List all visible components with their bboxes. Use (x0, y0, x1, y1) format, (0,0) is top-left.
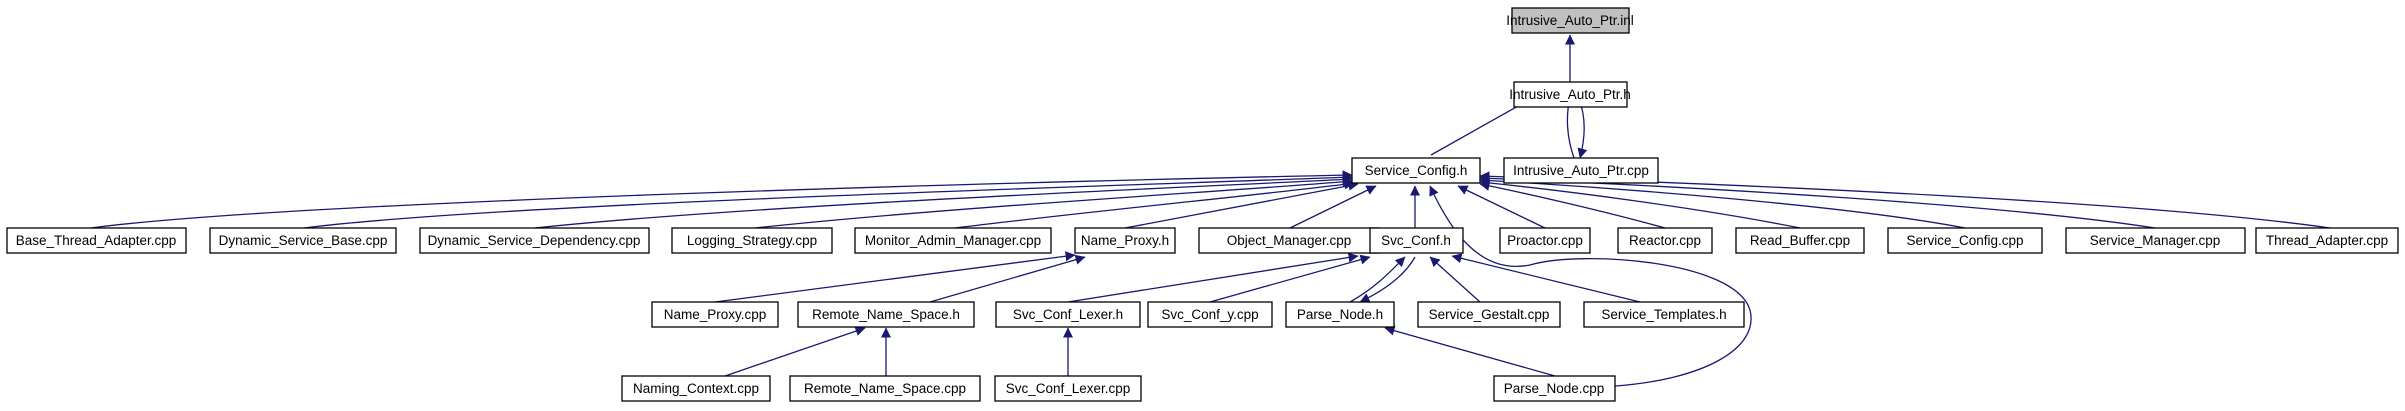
node-proactor-cpp[interactable]: Proactor.cpp (1499, 227, 1591, 254)
edge-parse-node-cpp-to-parse-node-h (1384, 325, 1556, 377)
node-svc-conf-lexer-cpp[interactable]: Svc_Conf_Lexer.cpp (994, 375, 1142, 402)
node-reactor-cpp[interactable]: Reactor.cpp (1617, 227, 1713, 254)
node-label: Name_Proxy.h (1081, 233, 1169, 248)
node-base-thread-adapter-cpp[interactable]: Base_Thread_Adapter.cpp (6, 227, 187, 254)
edge-monitor-admin-manager-to-service-config-h (954, 179, 1355, 229)
edge-name-proxy-h-to-service-config-h (1124, 180, 1359, 229)
node-label: Parse_Node.cpp (1504, 381, 1605, 396)
node-svc-conf-lexer-h[interactable]: Svc_Conf_Lexer.h (995, 301, 1141, 328)
edge-service-gestalt-to-svc-conf-h (1429, 256, 1481, 303)
node-remote-name-space-cpp[interactable]: Remote_Name_Space.cpp (789, 375, 981, 402)
edge-svc-conf-y-to-svc-conf-h (1209, 254, 1371, 303)
node-parse-node-h[interactable]: Parse_Node.h (1285, 301, 1395, 328)
node-name-proxy-cpp[interactable]: Name_Proxy.cpp (651, 301, 779, 328)
node-name-proxy-h[interactable]: Name_Proxy.h (1074, 227, 1176, 254)
edge-service-config-cpp-to-service-config-h (1479, 175, 1966, 229)
node-label: Read_Buffer.cpp (1750, 233, 1850, 248)
node-label: Intrusive_Auto_Ptr.inl (1506, 13, 1634, 28)
node-label: Svc_Conf_Lexer.cpp (1006, 381, 1131, 396)
edge-service-templates-to-svc-conf-h (1451, 253, 1641, 303)
node-svc-conf-y-cpp[interactable]: Svc_Conf_y.cpp (1147, 301, 1273, 328)
edge-parse-node-h-to-svc-conf-h (1349, 256, 1406, 303)
node-read-buffer-cpp[interactable]: Read_Buffer.cpp (1735, 227, 1865, 254)
node-service-templates-h[interactable]: Service_Templates.h (1583, 301, 1745, 328)
node-label: Service_Templates.h (1601, 307, 1726, 322)
node-dynamic-service-base-cpp[interactable]: Dynamic_Service_Base.cpp (209, 227, 397, 254)
node-label: Object_Manager.cpp (1227, 233, 1352, 248)
edge-svc-conf-h-to-parse-node-h (1359, 256, 1416, 303)
node-label: Naming_Context.cpp (633, 381, 759, 396)
edge-dynamic-service-dependency-to-service-config-h (534, 174, 1353, 229)
edge-read-buffer-to-service-config-h (1479, 177, 1801, 229)
edge-proactor-to-service-config-h (1457, 185, 1546, 229)
edge-base-thread-adapter-to-service-config-h (90, 170, 1353, 229)
node-intrusive-auto-ptr-inl[interactable]: Intrusive_Auto_Ptr.inl (1506, 7, 1634, 34)
node-monitor-admin-manager-cpp[interactable]: Monitor_Admin_Manager.cpp (854, 227, 1052, 254)
node-naming-context-cpp[interactable]: Naming_Context.cpp (621, 375, 771, 402)
edge-naming-context-to-remote-name-space-h (724, 326, 866, 377)
edge-name-proxy-cpp-to-name-proxy-h (714, 251, 1076, 303)
node-service-manager-cpp[interactable]: Service_Manager.cpp (2065, 227, 2246, 254)
edge-dynamic-service-base-to-service-config-h (303, 172, 1353, 229)
node-label: Base_Thread_Adapter.cpp (16, 233, 177, 248)
node-label: Intrusive_Auto_Ptr.cpp (1513, 163, 1649, 178)
node-label: Reactor.cpp (1629, 233, 1701, 248)
node-label: Thread_Adapter.cpp (2266, 233, 2388, 248)
node-service-config-cpp[interactable]: Service_Config.cpp (1887, 227, 2043, 254)
node-label: Dynamic_Service_Base.cpp (219, 233, 388, 248)
node-remote-name-space-h[interactable]: Remote_Name_Space.h (797, 301, 975, 328)
node-label: Dynamic_Service_Dependency.cpp (428, 233, 641, 248)
edge-svc-conf-lexer-h-to-svc-conf-h (1067, 252, 1359, 303)
node-parse-node-cpp[interactable]: Parse_Node.cpp (1493, 375, 1616, 402)
node-intrusive-auto-ptr-h[interactable]: Intrusive_Auto_Ptr.h (1509, 81, 1631, 108)
edge-logging-strategy-to-service-config-h (754, 176, 1353, 229)
node-label: Logging_Strategy.cpp (687, 233, 817, 248)
edge-reactor-to-service-config-h (1479, 180, 1666, 229)
node-thread-adapter-cpp[interactable]: Thread_Adapter.cpp (2255, 227, 2399, 254)
node-label: Monitor_Admin_Manager.cpp (865, 233, 1041, 248)
node-svc-conf-h[interactable]: Svc_Conf.h (1369, 227, 1464, 254)
node-label: Service_Manager.cpp (2090, 233, 2221, 248)
node-object-manager-cpp[interactable]: Object_Manager.cpp (1198, 227, 1380, 254)
node-service-config-h[interactable]: Service_Config.h (1351, 157, 1481, 184)
node-logging-strategy-cpp[interactable]: Logging_Strategy.cpp (671, 227, 833, 254)
node-label: Remote_Name_Space.h (812, 307, 960, 322)
node-label: Proactor.cpp (1507, 233, 1583, 248)
node-label: Name_Proxy.cpp (664, 307, 767, 322)
node-label: Service_Config.h (1365, 163, 1468, 178)
node-label: Svc_Conf_y.cpp (1161, 307, 1258, 322)
node-service-gestalt-cpp[interactable]: Service_Gestalt.cpp (1417, 301, 1561, 328)
node-label: Svc_Conf.h (1381, 233, 1451, 248)
node-label: Service_Gestalt.cpp (1429, 307, 1550, 322)
node-dynamic-service-dependency-cpp[interactable]: Dynamic_Service_Dependency.cpp (419, 227, 650, 254)
edge-object-manager-to-service-config-h (1289, 185, 1377, 229)
node-intrusive-auto-ptr-cpp[interactable]: Intrusive_Auto_Ptr.cpp (1503, 157, 1659, 184)
node-label: Service_Config.cpp (1906, 233, 2023, 248)
edge-remote-name-space-h-to-name-proxy-h (929, 254, 1086, 303)
node-label: Parse_Node.h (1297, 307, 1383, 322)
node-label: Svc_Conf_Lexer.h (1013, 307, 1123, 322)
node-label: Remote_Name_Space.cpp (804, 381, 966, 396)
node-label: Intrusive_Auto_Ptr.h (1509, 87, 1631, 102)
edge-parse-node-cpp-to-service-config-h (1429, 185, 1752, 387)
